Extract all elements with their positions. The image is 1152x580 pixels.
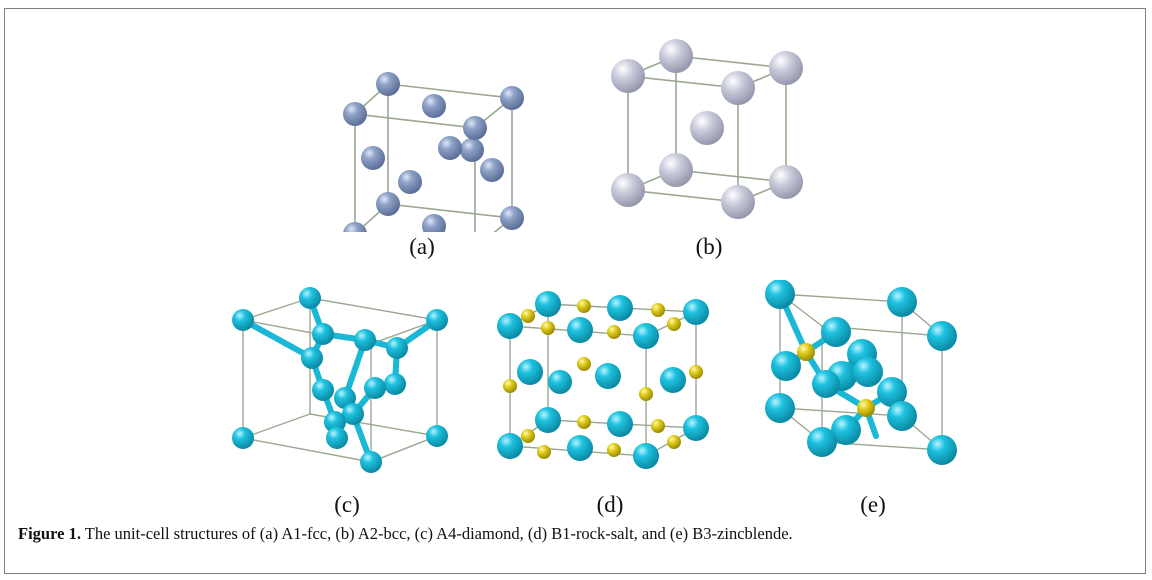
fcc-structure-image [343,72,524,232]
panel-c-label: (c) [334,492,360,517]
panel-b-label: (b) [695,234,723,259]
panel-d-rocksalt [488,290,723,490]
panel-e-zincblende [742,280,992,490]
figure-caption: Figure 1. The unit-cell structures of (a… [18,524,793,544]
panel-d-label: (d) [596,492,624,517]
panel-e-label: (e) [860,492,886,517]
diamond-structure-image [232,287,448,473]
panel-a-fcc [335,32,535,232]
figure-frame [4,8,1146,574]
caption-prefix: Figure 1. [18,524,81,543]
zincblende-structure-image [765,280,957,465]
panel-c-diamond [225,286,475,486]
panel-a-label: (a) [409,234,435,259]
bcc-structure-image [611,39,803,219]
caption-text: The unit-cell structures of (a) A1-fcc, … [84,524,793,543]
panel-b-bcc [600,34,820,224]
rocksalt-structure-image [497,291,709,469]
